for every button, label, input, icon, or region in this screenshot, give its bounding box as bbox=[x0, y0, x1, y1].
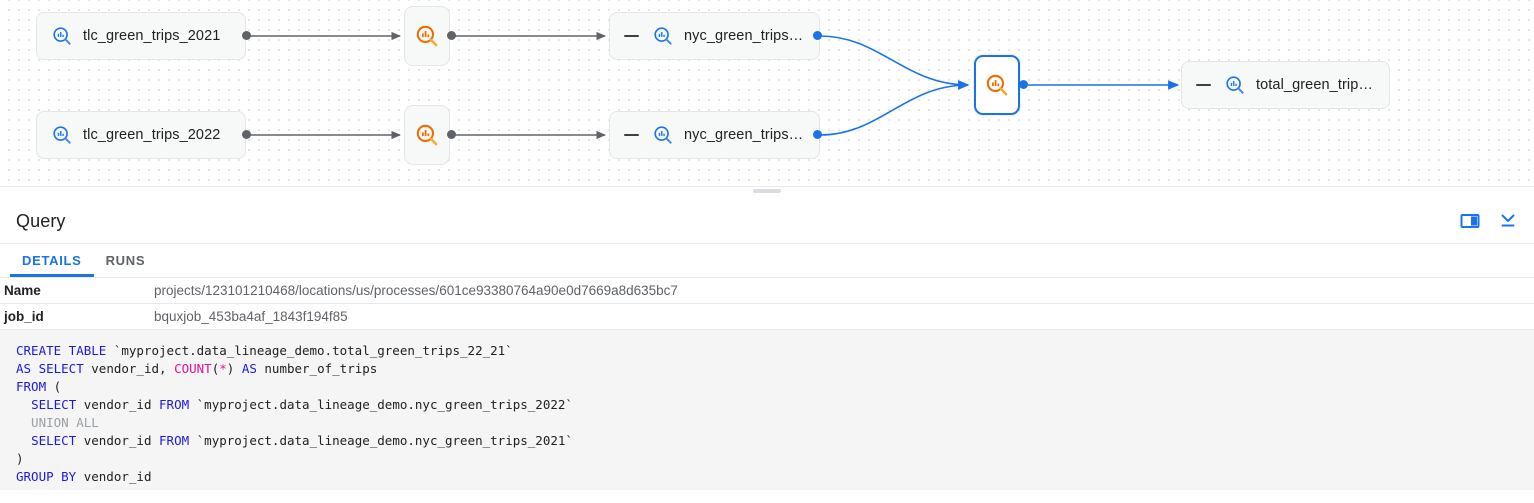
lineage-process-node-selected[interactable] bbox=[974, 55, 1020, 115]
sql-token: AS bbox=[241, 361, 265, 376]
node-output-port[interactable] bbox=[813, 130, 822, 139]
sql-token: vendor_id bbox=[83, 397, 160, 412]
sql-code-block[interactable]: CREATE TABLE `myproject.data_lineage_dem… bbox=[0, 330, 1534, 490]
sql-token: ) bbox=[226, 361, 242, 376]
table-row: Name projects/123101210468/locations/us/… bbox=[0, 278, 1534, 304]
sql-token: `myproject.data_lineage_demo.nyc_green_t… bbox=[196, 397, 573, 412]
table-search-icon bbox=[652, 124, 674, 146]
lineage-node-label: nyc_green_trips… bbox=[684, 28, 804, 44]
query-panel-tabs: DETAILS RUNS bbox=[0, 244, 1534, 278]
sql-token: vendor_id bbox=[83, 469, 152, 484]
lineage-node-label: tlc_green_trips_2022 bbox=[83, 127, 221, 143]
lineage-node-nyc-green-trips-2022[interactable]: nyc_green_trips… bbox=[609, 111, 820, 159]
table-row: job_id bquxjob_453ba4af_1843f194f85 bbox=[0, 304, 1534, 330]
lineage-graph-canvas[interactable]: tlc_green_trips_2021 nyc_gr bbox=[0, 0, 1534, 186]
lineage-node-label: total_green_trip… bbox=[1256, 77, 1373, 93]
panel-header-actions bbox=[1460, 211, 1518, 231]
sql-token bbox=[16, 433, 31, 448]
process-output-port[interactable] bbox=[447, 130, 456, 139]
lineage-node-label: nyc_green_trips… bbox=[684, 127, 804, 143]
tab-runs[interactable]: RUNS bbox=[105, 253, 146, 268]
sql-token: SELECT bbox=[31, 397, 84, 412]
node-output-port[interactable] bbox=[242, 31, 251, 40]
process-output-port[interactable] bbox=[447, 31, 456, 40]
query-panel-header: Query bbox=[0, 199, 1534, 244]
process-search-icon bbox=[414, 23, 440, 49]
table-search-icon bbox=[652, 25, 674, 47]
details-table: Name projects/123101210468/locations/us/… bbox=[0, 278, 1534, 330]
lineage-node-tlc-green-trips-2022[interactable]: tlc_green_trips_2022 bbox=[36, 111, 246, 159]
sql-token: FROM bbox=[159, 433, 197, 448]
sql-token: FROM bbox=[16, 379, 54, 394]
page-title: Query bbox=[16, 210, 66, 231]
sql-token: ) bbox=[16, 451, 24, 466]
sql-token: `myproject.data_lineage_demo.total_green… bbox=[113, 343, 513, 358]
sql-token: CREATE TABLE bbox=[16, 343, 114, 358]
sql-token: * bbox=[219, 361, 227, 376]
detail-key: job_id bbox=[4, 309, 44, 324]
table-search-icon bbox=[51, 25, 73, 47]
lineage-node-label: tlc_green_trips_2021 bbox=[83, 28, 221, 44]
sql-token: ( bbox=[53, 379, 62, 394]
sql-token: ( bbox=[211, 361, 220, 376]
detail-key: Name bbox=[4, 283, 41, 298]
lineage-process-node-2[interactable] bbox=[404, 105, 450, 165]
lineage-node-nyc-green-trips-2021[interactable]: nyc_green_trips… bbox=[609, 12, 820, 60]
drag-handle[interactable] bbox=[753, 189, 781, 193]
lineage-node-tlc-green-trips-2021[interactable]: tlc_green_trips_2021 bbox=[36, 12, 246, 60]
sql-token: SELECT bbox=[31, 433, 84, 448]
sql-token: AS SELECT bbox=[16, 361, 92, 376]
process-search-icon bbox=[414, 122, 440, 148]
node-output-port[interactable] bbox=[242, 130, 251, 139]
lineage-process-node-1[interactable] bbox=[404, 6, 450, 66]
sql-token: vendor_id, bbox=[91, 361, 175, 376]
sql-token: vendor_id bbox=[83, 433, 160, 448]
split-panel-icon[interactable] bbox=[1460, 211, 1480, 231]
collapse-node-icon[interactable] bbox=[624, 134, 639, 136]
lineage-node-total-green-trips[interactable]: total_green_trip… bbox=[1181, 61, 1390, 109]
sql-token: COUNT bbox=[174, 361, 212, 376]
detail-value: bquxjob_453ba4af_1843f194f85 bbox=[154, 309, 348, 324]
sql-source: CREATE TABLE `myproject.data_lineage_dem… bbox=[0, 342, 1534, 486]
sql-token: GROUP BY bbox=[16, 469, 84, 484]
sql-token: FROM bbox=[159, 397, 197, 412]
sql-token: number_of_trips bbox=[264, 361, 378, 376]
selected-process-output-port[interactable] bbox=[1019, 80, 1028, 89]
collapse-node-icon[interactable] bbox=[624, 35, 639, 37]
table-search-icon bbox=[1224, 74, 1246, 96]
tab-details[interactable]: DETAILS bbox=[10, 244, 94, 277]
process-search-icon bbox=[984, 72, 1010, 98]
collapse-panel-icon[interactable] bbox=[1498, 211, 1518, 231]
sql-token: `myproject.data_lineage_demo.nyc_green_t… bbox=[196, 433, 573, 448]
panel-splitter[interactable] bbox=[0, 186, 1534, 199]
node-output-port[interactable] bbox=[813, 31, 822, 40]
collapse-node-icon[interactable] bbox=[1196, 84, 1211, 86]
table-search-icon bbox=[51, 124, 73, 146]
sql-token bbox=[16, 397, 31, 412]
sql-token: UNION ALL bbox=[16, 415, 99, 430]
detail-value: projects/123101210468/locations/us/proce… bbox=[154, 283, 678, 298]
